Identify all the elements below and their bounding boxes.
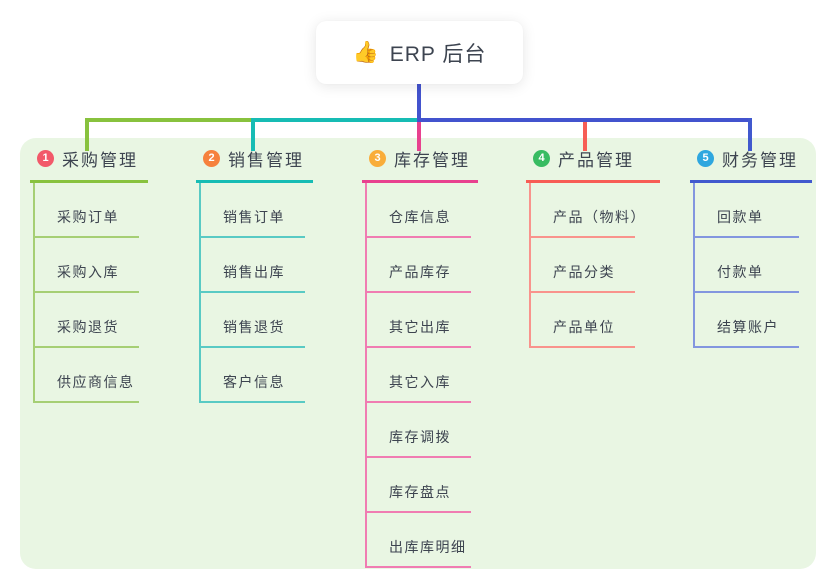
branch-column-2: 2 销售管理销售订单销售出库销售退货客户信息 xyxy=(196,146,313,403)
branch-children: 回款单付款单结算账户 xyxy=(693,183,799,348)
branch-node-2[interactable]: 2 销售管理 xyxy=(196,146,313,183)
child-node[interactable]: 销售退货 xyxy=(201,293,305,348)
bus-segment-3 xyxy=(417,118,752,122)
branch-children: 仓库信息产品库存其它出库其它入库库存调拨库存盘点出库库明细 xyxy=(365,183,471,568)
branch-badge-icon: 5 xyxy=(697,150,714,167)
child-node[interactable]: 库存调拨 xyxy=(367,403,471,458)
branch-badge-icon: 2 xyxy=(203,150,220,167)
child-node[interactable]: 仓库信息 xyxy=(367,183,471,238)
bus-segment-1 xyxy=(85,118,255,122)
branch-title: 采购管理 xyxy=(62,151,138,170)
root-node-erp[interactable]: 👍 ERP 后台 xyxy=(316,21,523,84)
branch-children: 产品（物料）产品分类产品单位 xyxy=(529,183,645,348)
branch-node-1[interactable]: 1 采购管理 xyxy=(30,146,148,183)
branch-column-1: 1 采购管理采购订单采购入库采购退货供应商信息 xyxy=(30,146,148,403)
branch-node-4[interactable]: 4 产品管理 xyxy=(526,146,660,183)
child-node[interactable]: 采购退货 xyxy=(35,293,139,348)
branches-panel xyxy=(20,138,816,569)
child-node[interactable]: 采购订单 xyxy=(35,183,139,238)
thumbs-up-icon: 👍 xyxy=(352,40,380,64)
branch-column-4: 4 产品管理产品（物料）产品分类产品单位 xyxy=(526,146,660,348)
branch-title: 销售管理 xyxy=(228,151,304,170)
root-node-title: ERP 后台 xyxy=(389,42,487,66)
branch-node-5[interactable]: 5 财务管理 xyxy=(690,146,812,183)
branch-drop-2 xyxy=(251,118,255,151)
child-node[interactable]: 采购入库 xyxy=(35,238,139,293)
child-node[interactable]: 其它入库 xyxy=(367,348,471,403)
branch-title: 财务管理 xyxy=(722,151,798,170)
child-node[interactable]: 销售出库 xyxy=(201,238,305,293)
branch-drop-3 xyxy=(417,121,421,151)
child-node[interactable]: 回款单 xyxy=(695,183,799,238)
child-node[interactable]: 其它出库 xyxy=(367,293,471,348)
branch-children: 采购订单采购入库采购退货供应商信息 xyxy=(33,183,139,403)
child-node[interactable]: 结算账户 xyxy=(695,293,799,348)
child-node[interactable]: 产品单位 xyxy=(531,293,635,348)
child-node[interactable]: 客户信息 xyxy=(201,348,305,403)
branch-drop-4 xyxy=(583,122,587,151)
branch-badge-icon: 1 xyxy=(37,150,54,167)
branch-children: 销售订单销售出库销售退货客户信息 xyxy=(199,183,305,403)
child-node[interactable]: 付款单 xyxy=(695,238,799,293)
child-node[interactable]: 销售订单 xyxy=(201,183,305,238)
child-node[interactable]: 产品分类 xyxy=(531,238,635,293)
child-node[interactable]: 库存盘点 xyxy=(367,458,471,513)
branch-title: 产品管理 xyxy=(558,151,634,170)
branch-column-5: 5 财务管理回款单付款单结算账户 xyxy=(690,146,812,348)
bus-segment-2 xyxy=(251,118,417,122)
branch-title: 库存管理 xyxy=(394,151,470,170)
child-node[interactable]: 供应商信息 xyxy=(35,348,139,403)
branch-column-3: 3 库存管理仓库信息产品库存其它出库其它入库库存调拨库存盘点出库库明细 xyxy=(362,146,478,568)
branch-badge-icon: 4 xyxy=(533,150,550,167)
child-node[interactable]: 产品（物料） xyxy=(531,183,645,238)
branch-badge-icon: 3 xyxy=(369,150,386,167)
child-node[interactable]: 产品库存 xyxy=(367,238,471,293)
branch-node-3[interactable]: 3 库存管理 xyxy=(362,146,478,183)
branch-drop-1 xyxy=(85,118,89,151)
root-connector xyxy=(417,84,421,122)
branch-drop-5 xyxy=(748,118,752,151)
child-node[interactable]: 出库库明细 xyxy=(367,513,471,568)
